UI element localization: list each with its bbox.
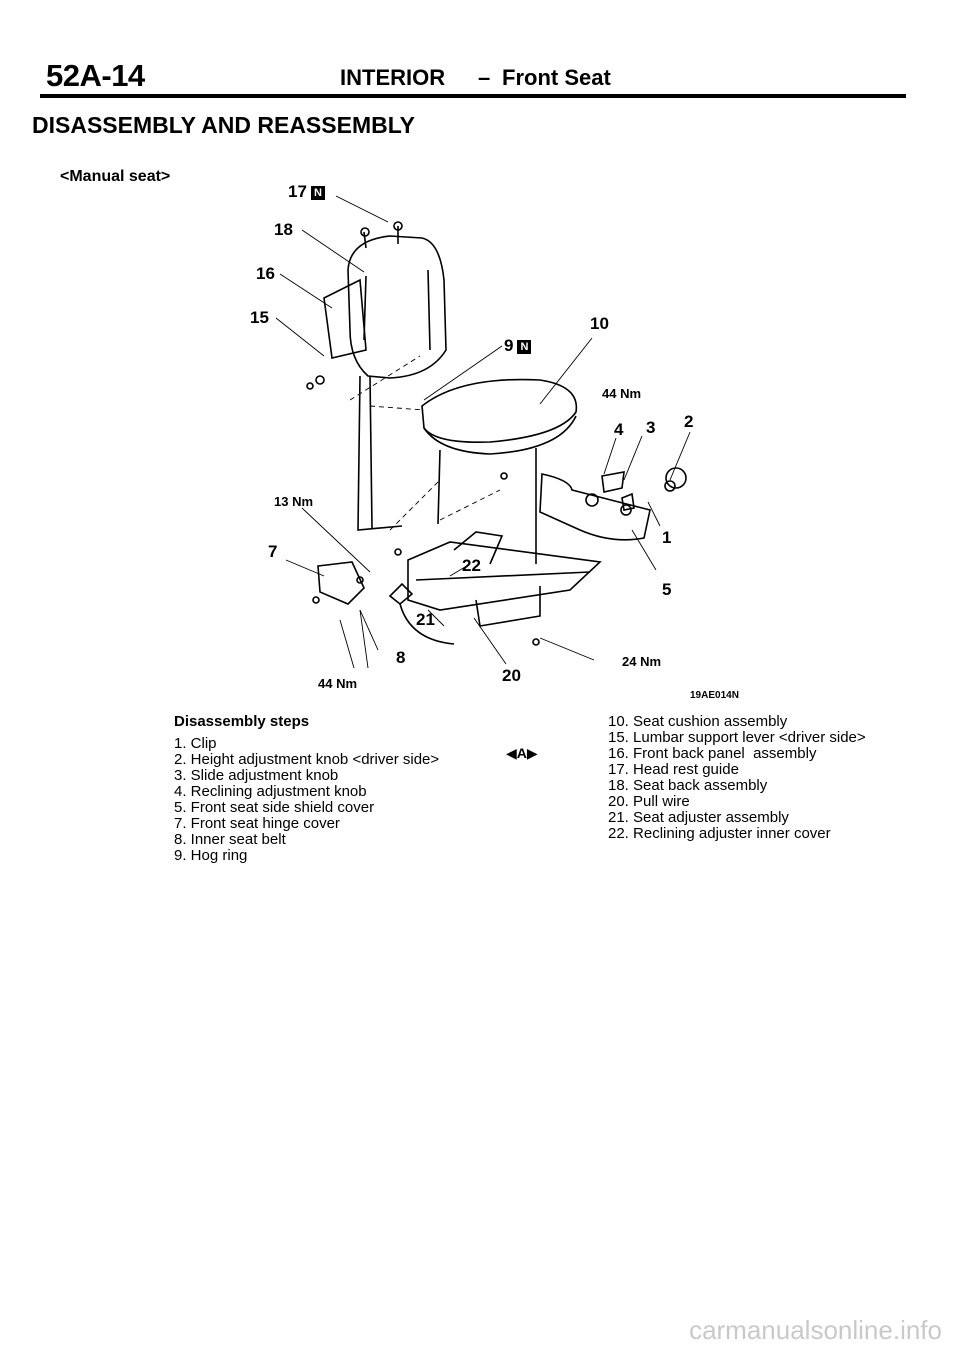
torque-24nm: 24 Nm	[622, 654, 662, 669]
torque-44nm-top: 44 Nm	[602, 386, 642, 401]
watermark-site: carmanualsonline.info	[689, 1315, 942, 1345]
step-item: 8. Inner seat belt	[174, 831, 286, 848]
step-item: 9. Hog ring	[174, 847, 248, 864]
step-item: 3. Slide adjustment knob	[174, 767, 339, 784]
figure-code: 19AE014N	[690, 690, 739, 701]
step-item: 2. Height adjustment knob <driver side>	[174, 751, 440, 768]
callout-3: 3	[646, 418, 656, 437]
callout-8: 8	[396, 648, 406, 667]
manual-seat-subheading: <Manual seat>	[60, 168, 171, 185]
disassembly-steps-left: Disassembly steps 1. Clip 2. Height adju…	[174, 714, 439, 864]
header-rule	[40, 94, 906, 98]
callout-2: 2	[684, 412, 694, 431]
steps-title: Disassembly steps	[174, 713, 310, 730]
callout-16: 16	[256, 264, 275, 283]
step-item: 1. Clip	[174, 735, 217, 752]
torque-44nm-bottom: 44 Nm	[318, 676, 358, 691]
callout-15: 15	[250, 308, 269, 327]
callout-9-label: 9	[504, 336, 514, 355]
header-dash: –	[478, 65, 491, 90]
callout-1: 1	[662, 528, 672, 547]
callout-5: 5	[662, 580, 672, 599]
step-item: 7. Front seat hinge cover	[174, 815, 340, 832]
n-mark-icon: N	[517, 339, 532, 354]
page-number: 52A-14	[46, 58, 145, 93]
callout-4: 4	[614, 420, 624, 439]
section-title: INTERIOR	[340, 65, 446, 90]
callout-10: 10	[590, 314, 609, 333]
step-item: 15. Lumbar support lever <driver side>	[608, 729, 866, 746]
step-item: 5. Front seat side shield cover	[174, 799, 375, 816]
callout-22: 22	[462, 556, 481, 575]
n-mark-icon: N	[310, 185, 325, 200]
main-heading: DISASSEMBLY AND REASSEMBLY	[32, 112, 415, 138]
service-point-a-marker: ◀A▶	[506, 745, 538, 761]
callout-21: 21	[416, 610, 435, 629]
callout-20: 20	[502, 666, 521, 685]
step-item: 20. Pull wire	[608, 793, 690, 810]
step-item: 4. Reclining adjustment knob	[174, 783, 367, 800]
subsection-title: Front Seat	[502, 65, 611, 90]
torque-13nm: 13 Nm	[274, 494, 314, 509]
step-item: 18. Seat back assembly	[608, 777, 768, 794]
step-item: 22. Reclining adjuster inner cover	[608, 825, 831, 842]
step-item: 17. Head rest guide	[608, 761, 739, 778]
disassembly-steps-right: 10. Seat cushion assembly 15. Lumbar sup…	[608, 714, 866, 842]
callout-7: 7	[268, 542, 278, 561]
step-item: 16. Front back panel assembly	[608, 745, 817, 762]
callout-18: 18	[274, 220, 293, 239]
step-item: 10. Seat cushion assembly	[608, 713, 788, 730]
seat-line-art	[275, 195, 691, 669]
step-item: 21. Seat adjuster assembly	[608, 809, 789, 826]
callout-17-label: 17	[288, 182, 307, 201]
